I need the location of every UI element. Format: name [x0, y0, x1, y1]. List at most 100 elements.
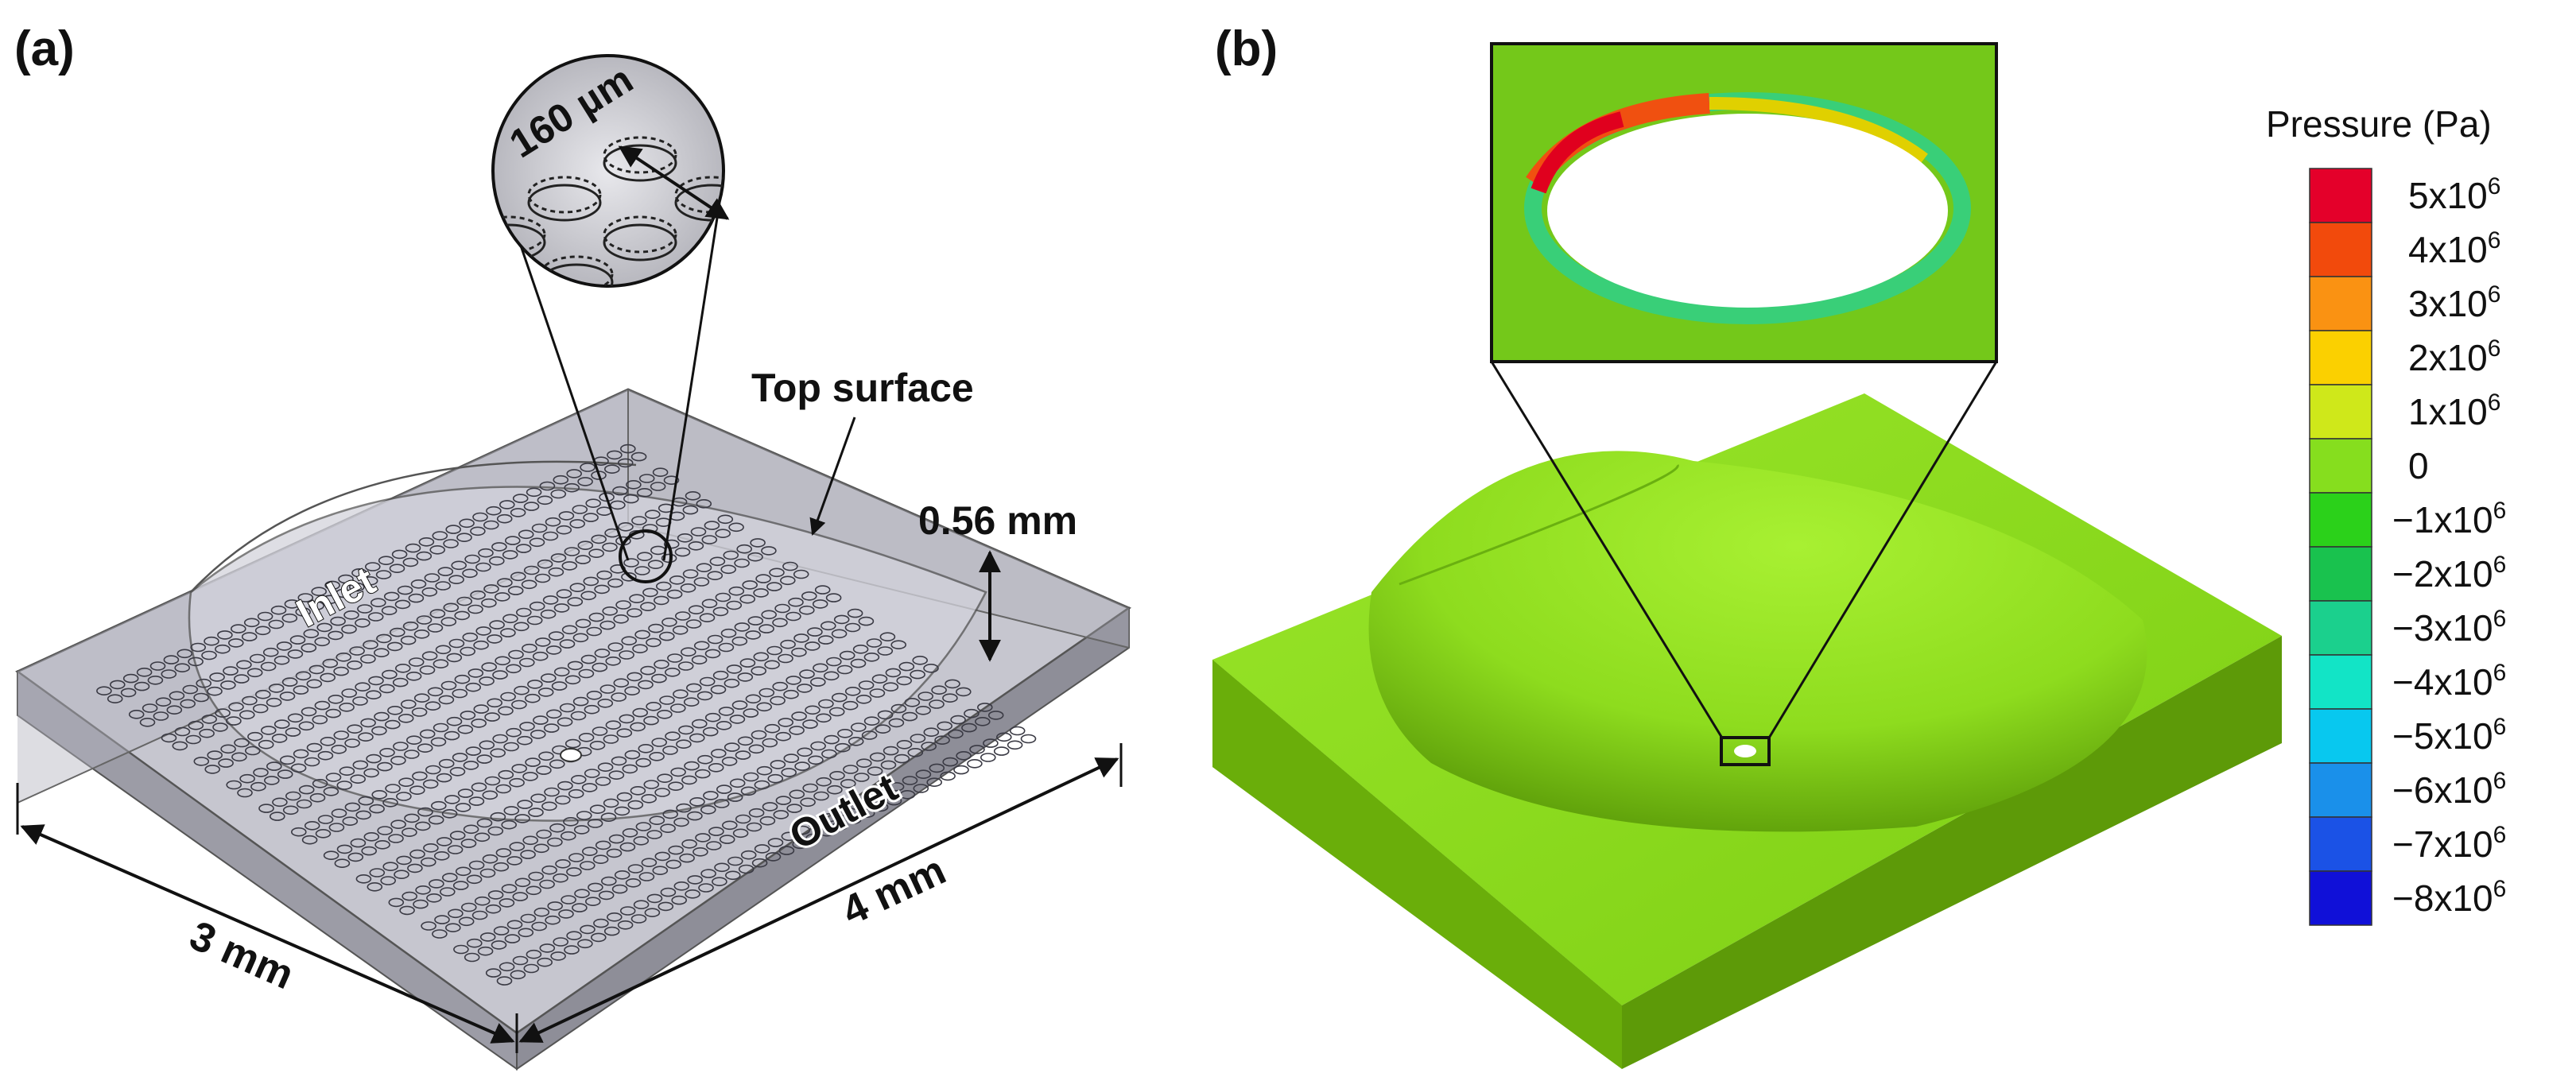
pillar: [440, 617, 457, 627]
pillar: [378, 556, 394, 566]
pillar: [428, 815, 444, 825]
pillar: [452, 688, 468, 699]
pillar: [739, 594, 756, 604]
pillar: [613, 614, 629, 624]
pillar: [421, 651, 438, 661]
pillar: [766, 582, 782, 591]
pillar: [511, 699, 527, 710]
pillar: [389, 564, 405, 574]
pillar: [465, 682, 482, 692]
pillar: [398, 713, 414, 723]
pillar: [521, 579, 537, 590]
pillar: [479, 740, 495, 750]
pillar: [583, 513, 599, 522]
micropillar-block: [15, 388, 1132, 1071]
pillar: [659, 695, 675, 705]
pillar: [375, 570, 392, 579]
pillar: [953, 765, 969, 775]
pillar: [510, 571, 526, 582]
pillar: [298, 784, 315, 795]
pillar: [526, 615, 543, 626]
pillar: [440, 680, 457, 691]
pillar: [602, 542, 618, 552]
colorbar-swatch: [2309, 708, 2372, 764]
pillar: [666, 589, 683, 599]
pillar: [242, 695, 258, 706]
pillar: [580, 591, 597, 601]
pillar: [467, 668, 484, 678]
pillar: [462, 632, 479, 642]
pillar: [153, 711, 169, 721]
pillar: [575, 618, 592, 629]
pillar: [923, 727, 940, 738]
pillar: [693, 641, 710, 651]
pillar: [134, 681, 150, 691]
pillar: [320, 736, 336, 746]
pillar: [246, 668, 263, 678]
pillar: [425, 765, 441, 775]
colorbar-ticks: 5x1064x1063x1062x1061x1060−1x106−2x106−3…: [2392, 173, 2506, 919]
pillar: [638, 474, 655, 483]
pillar: [540, 609, 557, 619]
pillar: [488, 556, 505, 566]
pillar: [429, 609, 446, 618]
pillar: [199, 728, 215, 738]
pillar: [252, 703, 269, 714]
pillar: [382, 797, 398, 808]
pillar: [685, 490, 701, 501]
pillar: [597, 698, 614, 708]
pillar: [371, 726, 387, 736]
pillar: [390, 755, 406, 765]
pillar: [253, 768, 269, 777]
pillar: [751, 666, 767, 676]
pillar: [502, 614, 518, 624]
pillar: [557, 717, 573, 727]
pillar: [215, 708, 231, 718]
pillar: [413, 693, 430, 703]
pillar: [254, 626, 271, 636]
pillar: [729, 715, 746, 724]
pillar: [726, 664, 743, 674]
pillar: [436, 773, 452, 783]
pillar: [723, 550, 739, 560]
pillar: [1009, 726, 1026, 736]
pillar: [355, 810, 372, 820]
pillar: [412, 771, 428, 781]
pillar: [287, 713, 304, 723]
pillar: [161, 669, 177, 679]
pillar: [411, 707, 428, 717]
pillar: [630, 722, 646, 732]
pillar: [580, 463, 596, 472]
pillar: [734, 558, 750, 568]
pillar: [724, 742, 740, 752]
pillar: [500, 628, 516, 637]
pillar: [539, 481, 556, 491]
pillar: [456, 596, 473, 606]
pillar: [358, 732, 374, 742]
pillar: [341, 688, 358, 698]
pillar: [227, 638, 244, 648]
pillar: [394, 599, 411, 610]
pillar: [602, 606, 619, 616]
pillar: [745, 630, 762, 640]
pillar: [804, 641, 821, 651]
pillar: [475, 626, 492, 636]
pillar: [201, 715, 218, 724]
pillar: [498, 706, 514, 716]
pillar: [553, 475, 569, 485]
pillar: [416, 615, 433, 625]
pillar: [438, 758, 455, 769]
pillar: [945, 679, 960, 689]
pillar: [325, 773, 342, 782]
pillar: [956, 687, 972, 697]
pillar: [515, 607, 532, 618]
pillar: [429, 544, 446, 555]
pillar: [592, 662, 608, 672]
pillar: [196, 678, 212, 688]
colorbar-swatch: [2309, 600, 2372, 656]
pillar: [682, 569, 699, 579]
pillar: [285, 791, 301, 801]
pillar: [779, 575, 796, 586]
pillar: [858, 680, 875, 690]
pillar: [693, 577, 710, 587]
